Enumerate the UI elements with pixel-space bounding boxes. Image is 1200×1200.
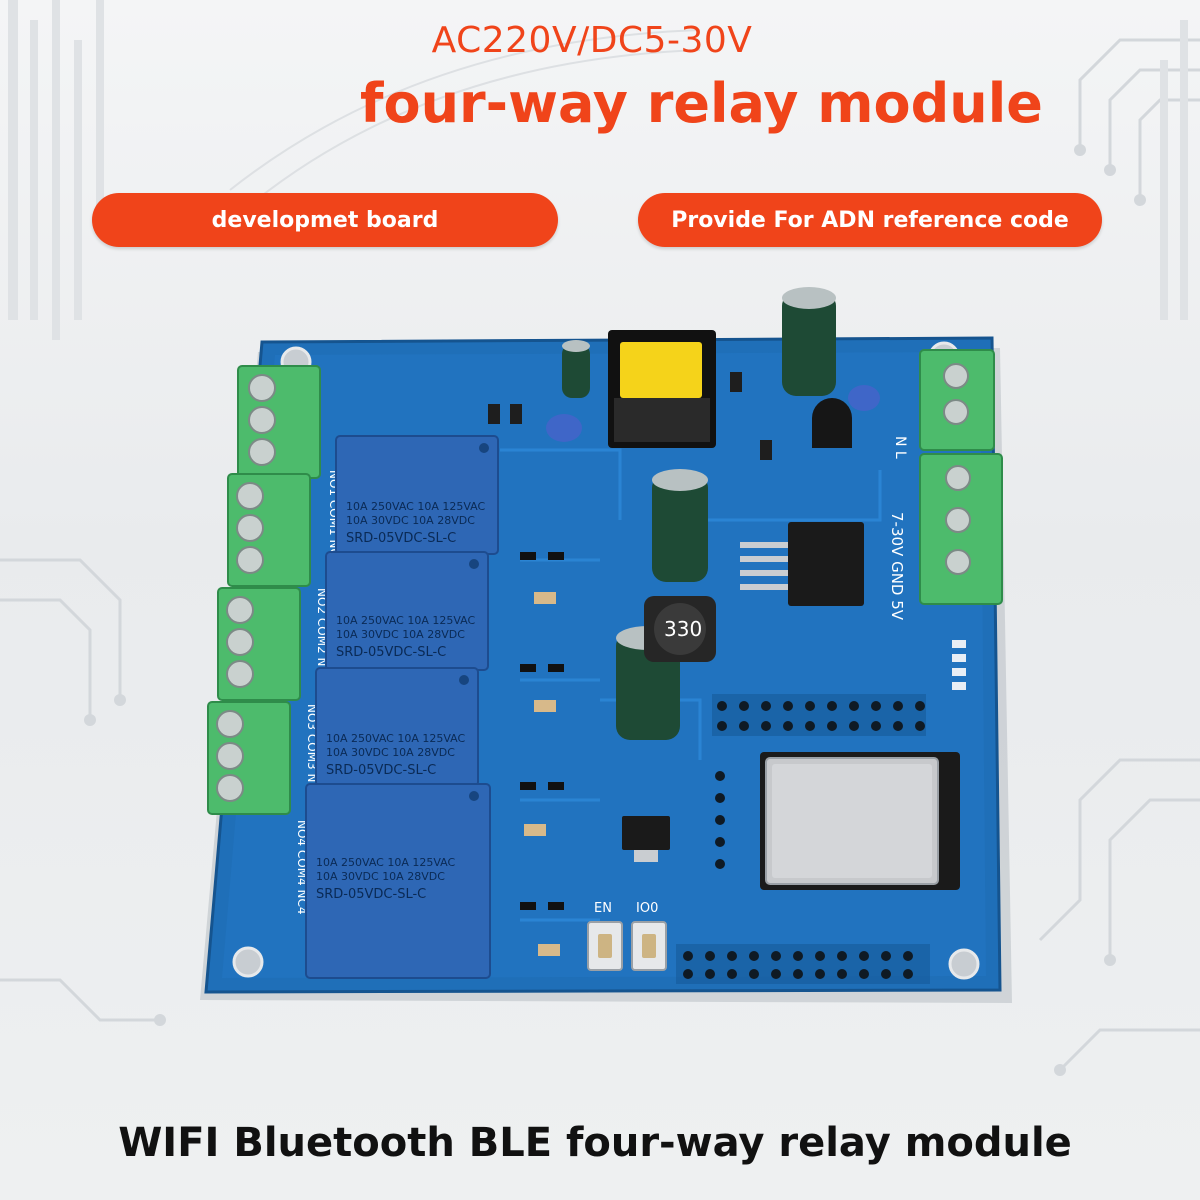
right-terminal-blocks [919,349,1003,605]
svg-text:SRD-05VDC-SL-C: SRD-05VDC-SL-C [346,531,456,546]
svg-text:10A 30VDC 10A 28VDC: 10A 30VDC 10A 28VDC [316,870,445,883]
capacitor-center [652,469,708,582]
transformer [608,330,716,448]
relay-4: 10A 250VAC 10A 125VAC 10A 30VDC 10A 28VD… [305,783,491,979]
ldo-regulator [622,816,670,862]
svg-text:10A 250VAC 10A 125VAC: 10A 250VAC 10A 125VAC [316,856,456,869]
pin-header-bottom [676,944,930,984]
status-leds [952,640,966,690]
pin-header-vertical [715,771,725,869]
svg-text:10A 30VDC 10A 28VDC: 10A 30VDC 10A 28VDC [336,628,465,641]
ceramic-capacitor [848,385,880,411]
smd-components [488,372,772,956]
reference-code-badge: Provide For ADN reference code [638,193,1102,247]
ceramic-capacitor [546,414,582,442]
product-caption: WIFI Bluetooth BLE four-way relay module [118,1120,1072,1166]
svg-text:SRD-05VDC-SL-C: SRD-05VDC-SL-C [326,763,436,778]
relay-2: 10A 250VAC 10A 125VAC 10A 30VDC 10A 28VD… [325,551,489,671]
development-board-badge: developmet board [92,193,558,247]
dc-input-label: 7-30V GND 5V [888,512,906,621]
voltage-headline: AC220V/DC5-30V [431,20,753,61]
voltage-regulator [740,522,864,606]
en-button-label: EN [594,901,612,916]
inductor-value: 330 [664,617,702,641]
relay-3: 10A 250VAC 10A 125VAC 10A 30VDC 10A 28VD… [315,667,479,787]
pin-header-top [712,694,926,736]
svg-text:10A 250VAC 10A 125VAC: 10A 250VAC 10A 125VAC [326,732,466,745]
svg-text:SRD-05VDC-SL-C: SRD-05VDC-SL-C [316,887,426,902]
development-board-badge-label: developmet board [211,207,439,233]
en-button: EN [587,901,623,971]
product-headline: four-way relay module [360,72,1043,135]
svg-text:10A 250VAC 10A 125VAC: 10A 250VAC 10A 125VAC [336,614,476,627]
svg-text:10A 30VDC 10A 28VDC: 10A 30VDC 10A 28VDC [346,514,475,527]
io0-button-label: IO0 [636,901,658,916]
io0-button: IO0 [631,901,667,971]
power-inductor: 330 [644,596,716,662]
capacitor-top-left [562,340,590,398]
svg-text:SRD-05VDC-SL-C: SRD-05VDC-SL-C [336,645,446,660]
left-terminal-blocks [207,365,321,815]
reference-code-badge-label: Provide For ADN reference code [671,207,1069,233]
svg-text:10A 250VAC 10A 125VAC: 10A 250VAC 10A 125VAC [346,500,486,513]
esp32-wifi-module [760,752,960,890]
capacitor-top-right [782,287,836,396]
ac-input-label: N L [892,436,908,459]
svg-text:10A 30VDC 10A 28VDC: 10A 30VDC 10A 28VDC [326,746,455,759]
transistor [812,398,852,448]
relay-1: 10A 250VAC 10A 125VAC 10A 30VDC 10A 28VD… [335,435,499,555]
